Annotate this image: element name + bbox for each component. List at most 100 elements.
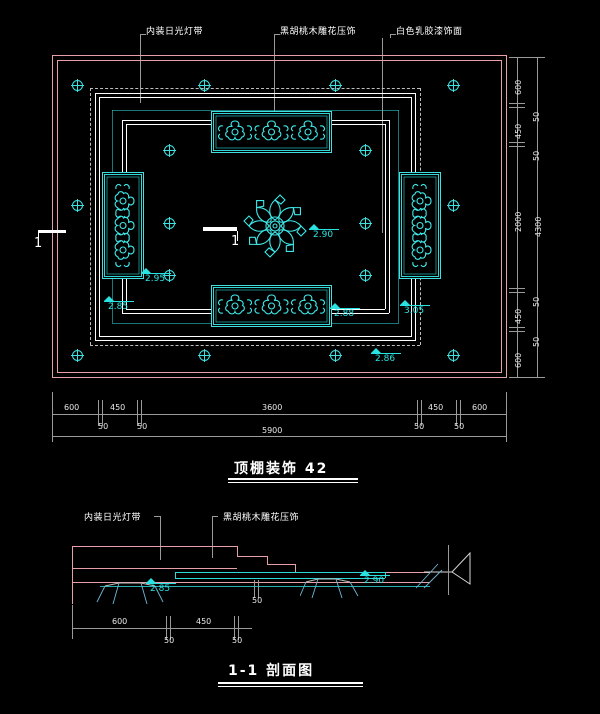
dim-right-2000: 2000: [514, 211, 523, 232]
section-ceiling-face: [72, 582, 430, 583]
dim-bottom-450-left: 450: [110, 403, 126, 412]
section-small-dim-50: 50: [252, 596, 263, 605]
section-leader-elbow-1: [212, 516, 213, 520]
dim-right-600-top: 600: [514, 79, 523, 95]
section-trough-left: [175, 572, 176, 578]
section-dim-ext: [238, 616, 239, 640]
section-mark-label-center: 1: [231, 234, 240, 249]
dim-bottom-ext: [506, 392, 507, 442]
ceiling-ring5-right: [385, 124, 386, 309]
dim-right-ext: [509, 57, 545, 58]
elevation-symbol: [330, 303, 340, 308]
cove-dashed-left: [90, 88, 91, 345]
dim-bottom-ext: [52, 392, 53, 442]
elevation-underline: [400, 305, 430, 306]
section-dim-line: [72, 628, 252, 629]
section-dim-50-a: 50: [164, 636, 175, 645]
section-annotation-1: 黑胡桃木雕花压饰: [223, 513, 300, 523]
dim-bottom-ext: [460, 400, 461, 426]
dim-bottom-50-b: 50: [137, 422, 148, 431]
ceiling-ring3-top: [99, 97, 411, 98]
section-ceiling-mid: [167, 568, 237, 569]
dim-right-ext: [509, 377, 545, 378]
section-elevation-underline: [146, 583, 176, 584]
dim-right-50-a: 50: [532, 111, 541, 122]
elevation-value: 2.90: [313, 230, 334, 240]
downlight-icon: [198, 79, 211, 92]
downlight-icon: [447, 349, 460, 362]
elevation-value: 2.88: [334, 309, 355, 319]
dim-right-ext: [509, 107, 525, 108]
section-ceiling-low: [72, 568, 167, 569]
downlight-icon: [447, 199, 460, 212]
elevation-value: 2.86: [375, 354, 396, 364]
dim-right-line-inner: [517, 57, 518, 377]
carved-panel-left: [102, 172, 144, 279]
section-title: 1-1 剖面图: [228, 663, 315, 679]
wall-right: [506, 55, 507, 378]
dim-right-50-c: 50: [532, 296, 541, 307]
downlight-icon: [329, 79, 342, 92]
dim-right-50-d: 50: [532, 336, 541, 347]
carved-panel-top: [211, 111, 332, 153]
section-elevation-underline: [360, 575, 390, 576]
section-annotation-0: 内装日光灯带: [84, 513, 142, 523]
dim-bottom-line-outer: [52, 436, 507, 437]
section-dim-ext: [170, 616, 171, 640]
leader-elbow-2: [390, 34, 391, 38]
dim-bottom-50-c: 50: [414, 422, 425, 431]
section-dim-ext: [72, 605, 73, 639]
leader-elbow-1: [274, 34, 275, 38]
wall-top-inner: [57, 60, 502, 61]
downlight-icon: [447, 79, 460, 92]
dim-bottom-ext: [456, 400, 457, 426]
dim-right-ext: [509, 142, 525, 143]
elevation-symbol: [371, 348, 381, 353]
cove-dashed-bottom: [90, 345, 420, 346]
leader-line-1: [274, 38, 275, 120]
cove-dashed-top: [90, 88, 420, 89]
dim-right-line-outer: [537, 57, 538, 377]
section-lamp-strip-left: [96, 582, 164, 605]
leader-arm-1: [274, 34, 280, 35]
elevation-underline: [371, 353, 401, 354]
dim-bottom-ext: [417, 400, 418, 426]
dim-right-ext: [509, 288, 525, 289]
section-dim-600: 600: [112, 617, 128, 626]
carved-panel-bottom: [211, 285, 332, 327]
downlight-icon: [329, 349, 342, 362]
section-finish-line: [100, 586, 430, 587]
elevation-underline: [309, 229, 339, 230]
cove-light-right: [398, 110, 399, 323]
plan-annotation-1: 黑胡桃木雕花压饰: [280, 27, 357, 37]
ceiling-ring2-bottom: [95, 340, 415, 341]
wall-left-inner: [57, 60, 58, 373]
leader-line-2: [382, 38, 383, 233]
section-mark-tail-left: [38, 233, 39, 243]
plan-title: 顶棚装饰 42: [234, 461, 329, 477]
downlight-icon: [359, 144, 372, 157]
ceiling-ring2-left: [95, 93, 96, 341]
elevation-underline: [330, 308, 360, 309]
dim-bottom-line-inner: [52, 414, 507, 415]
dim-bottom-ext: [141, 400, 142, 426]
dim-bottom-ext: [102, 400, 103, 426]
plan-annotation-2: 白色乳胶漆饰面: [396, 27, 463, 37]
section-step-h2: [267, 564, 295, 565]
section-step-v3: [295, 564, 296, 572]
section-step-h1: [237, 556, 267, 557]
dim-bottom-600-left: 600: [64, 403, 80, 412]
ceiling-ring4-right: [389, 120, 390, 313]
elevation-symbol: [400, 300, 410, 305]
section-small-dim-ext: [254, 580, 255, 598]
leader-arm-0: [140, 34, 146, 35]
carved-pattern-top: [213, 113, 330, 151]
section-title-underline-thick: [218, 682, 363, 684]
section-dim-ext: [234, 616, 235, 640]
carved-pattern-left: [104, 174, 142, 277]
dim-bottom-600-right: 600: [472, 403, 488, 412]
section-mark-bar-center: [203, 227, 237, 231]
section-ceiling-plane-upper: [175, 572, 385, 573]
section-step-v2: [267, 556, 268, 564]
